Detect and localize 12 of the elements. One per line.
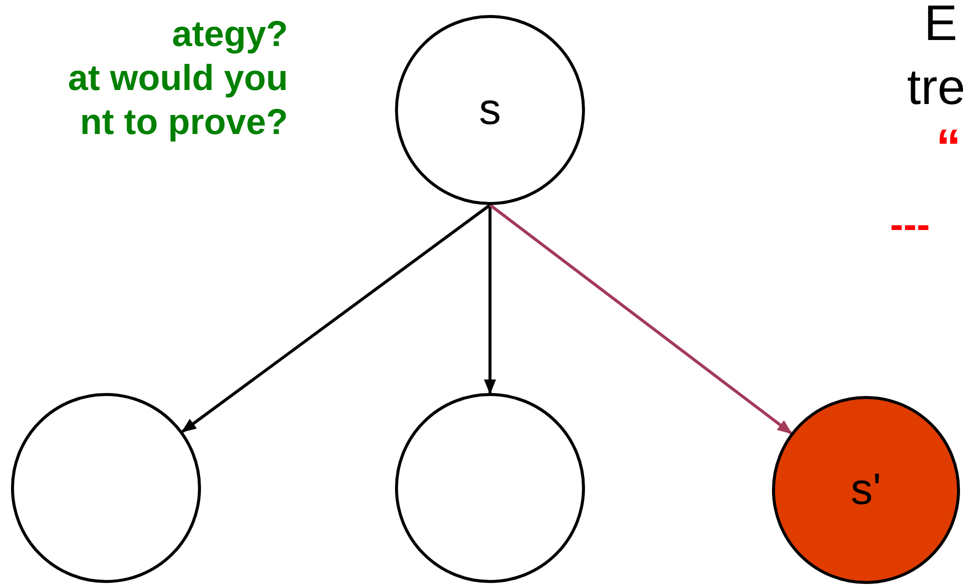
arrow — [484, 205, 496, 394]
arrow — [181, 204, 491, 433]
question-text: nt to prove? — [79, 100, 288, 144]
question-text: ategy? — [170, 12, 288, 56]
slide-text: E — [924, 0, 958, 48]
state-label: s — [479, 85, 501, 135]
quote-mark: “ — [936, 122, 961, 172]
arrow — [489, 204, 792, 434]
slide-text: tre — [907, 62, 963, 112]
dash-text: --- — [890, 205, 930, 245]
question-text: at would you — [67, 56, 288, 100]
state-label: s' — [850, 465, 882, 515]
